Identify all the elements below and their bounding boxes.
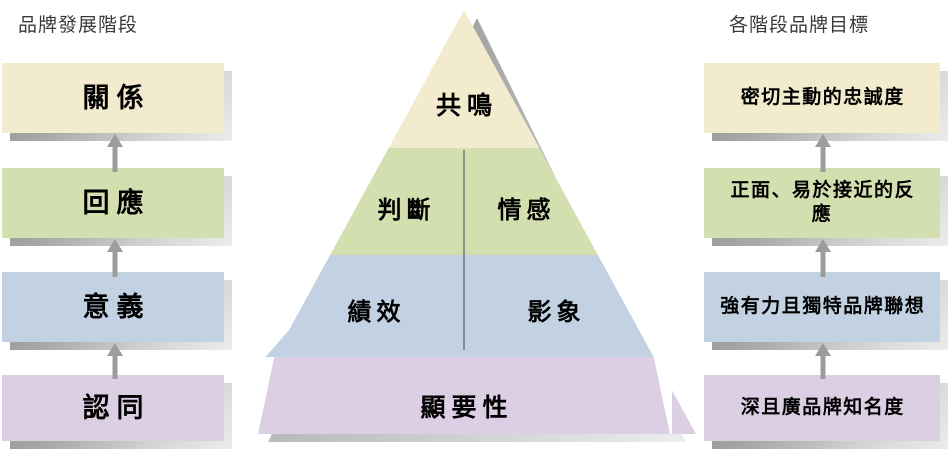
pyramid-label-judgements: 判斷	[377, 198, 436, 224]
pyramid-label-feelings: 情感	[497, 198, 556, 224]
left-stage-box-meaning-face	[2, 272, 224, 342]
right-goal-box-association-face	[704, 272, 940, 342]
left-stage-box-identity-face	[2, 375, 224, 441]
right-goal-box-association-label: 強有力且獨特品牌聯想	[720, 295, 926, 317]
right-arrow-reaction-to-loyalty	[815, 134, 831, 172]
right-goal-box-awareness-face	[704, 375, 940, 441]
right-column-title: 各階段品牌目標	[729, 14, 870, 36]
right-goal-box-loyalty[interactable]: 密切主動的忠誠度	[704, 63, 948, 141]
left-stage-box-relationships-face	[2, 63, 224, 133]
pyramid-label-imagery: 影象	[527, 300, 586, 326]
right-goal-box-reaction-face	[704, 168, 940, 238]
left-column-title: 品牌發展階段	[18, 14, 139, 36]
pyramid-label-salience: 顯要性	[420, 395, 514, 422]
right-arrow-association-to-reaction	[815, 239, 831, 277]
left-stage-box-identity[interactable]: 認同	[2, 375, 232, 449]
pyramid-label-performance: 績效	[347, 300, 406, 326]
right-goal-box-awareness[interactable]: 深且廣品牌知名度	[704, 375, 948, 449]
right-arrow-awareness-to-association	[815, 343, 831, 379]
right-goal-box-awareness-label: 深且廣品牌知名度	[740, 396, 905, 418]
left-stage-box-response-face	[2, 168, 224, 238]
pyramid-label-resonance: 共鳴	[435, 93, 498, 120]
left-stage-box-relationships-label: 關係	[82, 82, 151, 113]
brand-resonance-pyramid: 共鳴 判斷 情感 績效 影象 顯要性	[258, 0, 698, 449]
left-arrow-identity-to-meaning	[107, 343, 123, 379]
right-goal-box-reaction-label: 正面、易於接近的反應	[730, 179, 915, 225]
right-goal-box-loyalty-label: 密切主動的忠誠度	[740, 86, 905, 108]
left-stage-box-response[interactable]: 回應	[2, 168, 232, 246]
left-arrow-meaning-to-response	[107, 239, 123, 277]
left-stage-box-response-label: 回應	[82, 187, 151, 218]
right-goal-box-loyalty-face	[704, 63, 940, 133]
left-stage-box-meaning-label: 意義	[82, 291, 151, 322]
right-goal-box-reaction[interactable]: 正面、易於接近的反應	[704, 168, 948, 246]
left-arrow-response-to-relationships	[107, 134, 123, 172]
left-stage-box-relationships[interactable]: 關係	[2, 63, 232, 141]
right-goal-box-association[interactable]: 強有力且獨特品牌聯想	[704, 272, 948, 350]
left-stage-box-identity-label: 認同	[82, 392, 151, 423]
left-stage-box-meaning[interactable]: 意義	[2, 272, 232, 350]
